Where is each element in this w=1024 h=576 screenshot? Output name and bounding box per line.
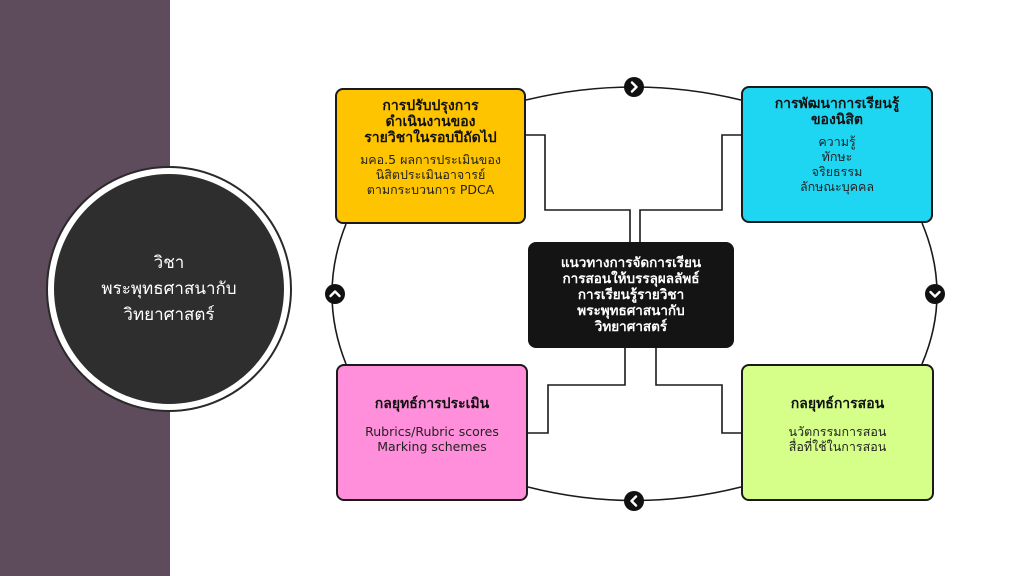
title-line: ของนิสิต [810, 112, 864, 128]
center-line: การเรียนรู้รายวิชา [577, 287, 685, 303]
learning-title: การพัฒนาการเรียนรู้ ของนิสิต [753, 96, 921, 128]
item-line: มคอ.5 ผลการประเมินของ [360, 152, 501, 167]
title-line: กลยุทธ์การประเมิน [374, 396, 490, 412]
course-line: วิทยาศาสตร์ [123, 305, 215, 325]
course-circle-inner: วิชา พระพุทธศาสนากับ วิทยาศาสตร์ [54, 174, 284, 404]
improvement-box: การปรับปรุงการ ดำเนินงานของ รายวิชาในรอบ… [335, 88, 526, 224]
center-line: การสอนให้บรรลุผลลัพธ์ [562, 271, 700, 287]
chevron-left-icon [624, 491, 644, 511]
title-line: ดำเนินงานของ [385, 114, 476, 130]
teaching-items: นวัตกรรมการสอน สื่อที่ใช้ในการสอน [753, 424, 922, 454]
item-line: สื่อที่ใช้ในการสอน [788, 439, 887, 454]
title-line: กลยุทธ์การสอน [790, 396, 885, 412]
assessment-title: กลยุทธ์การประเมิน [348, 396, 516, 412]
item-line: ลักษณะบุคคล [799, 179, 875, 194]
center-line: พระพุทธศาสนากับ [577, 303, 685, 319]
teaching-title: กลยุทธ์การสอน [753, 396, 922, 412]
course-line: วิชา [153, 253, 185, 273]
item-line: นิสิตประเมินอาจารย์ [375, 167, 486, 182]
course-circle: วิชา พระพุทธศาสนากับ วิทยาศาสตร์ [46, 166, 292, 412]
center-line: วิทยาศาสตร์ [594, 319, 668, 335]
item-line: Marking schemes [377, 439, 487, 454]
learning-items: ความรู้ ทักษะ จริยธรรม ลักษณะบุคคล [753, 134, 921, 194]
title-line: รายวิชาในรอบปีถัดไป [364, 130, 497, 146]
title-line: การปรับปรุงการ [382, 98, 479, 114]
item-line: นวัตกรรมการสอน [788, 424, 887, 439]
connector-bottom-left [528, 348, 626, 434]
connector-bottom-right [655, 348, 741, 434]
title-line: การพัฒนาการเรียนรู้ [774, 96, 900, 112]
connector-top-right [639, 134, 741, 242]
chevron-down-icon [925, 284, 945, 304]
teaching-box: กลยุทธ์การสอน นวัตกรรมการสอน สื่อที่ใช้ใ… [741, 364, 934, 501]
center-box: แนวทางการจัดการเรียน การสอนให้บรรลุผลลัพ… [528, 242, 734, 348]
improvement-title: การปรับปรุงการ ดำเนินงานของ รายวิชาในรอบ… [347, 98, 514, 146]
improvement-items: มคอ.5 ผลการประเมินของ นิสิตประเมินอาจารย… [347, 152, 514, 197]
assessment-box: กลยุทธ์การประเมิน Rubrics/Rubric scores … [336, 364, 528, 501]
item-line: จริยธรรม [811, 164, 863, 179]
center-line: แนวทางการจัดการเรียน [560, 255, 702, 271]
item-line: ตามกระบวนการ PDCA [366, 182, 495, 197]
chevron-up-icon [325, 284, 345, 304]
learning-box: การพัฒนาการเรียนรู้ ของนิสิต ความรู้ ทัก… [741, 86, 933, 223]
item-line: Rubrics/Rubric scores [365, 424, 499, 439]
assessment-items: Rubrics/Rubric scores Marking schemes [348, 424, 516, 454]
connector-top-left [526, 134, 631, 242]
course-line: พระพุทธศาสนากับ [101, 279, 237, 299]
item-line: ความรู้ [818, 134, 856, 149]
item-line: ทักษะ [821, 149, 853, 164]
chevron-right-icon [624, 77, 644, 97]
